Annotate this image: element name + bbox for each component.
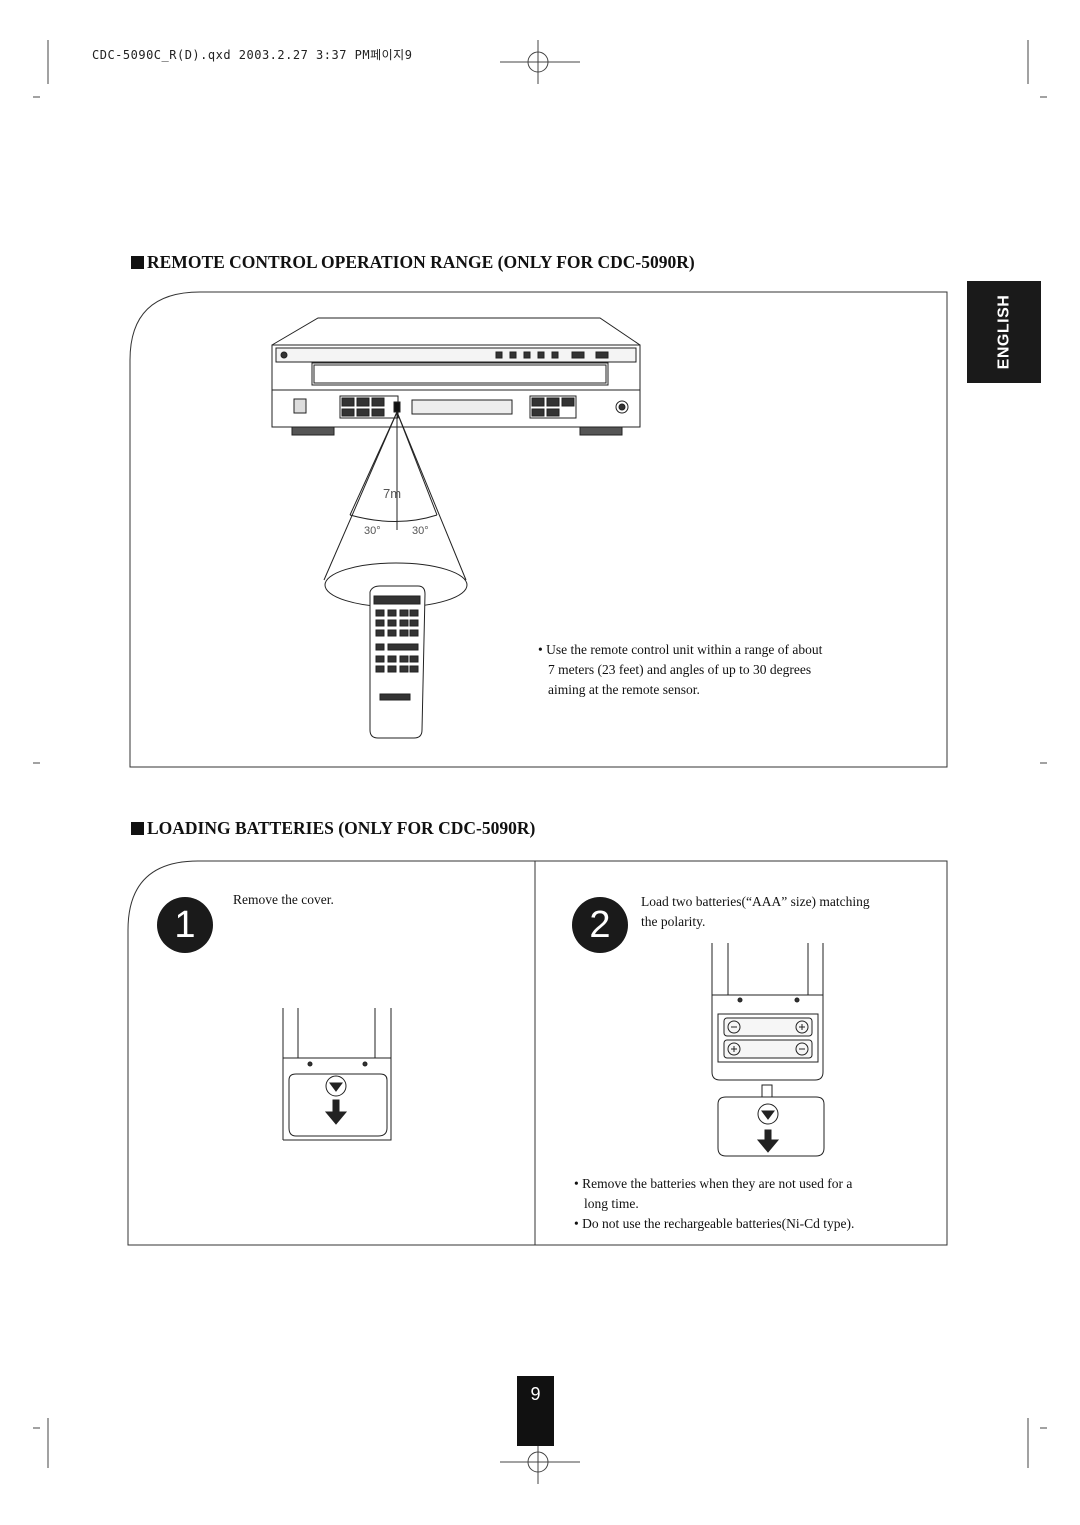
- batteries-notes: • Remove the batteries when they are not…: [574, 1174, 934, 1234]
- batteries-heading: LOADING BATTERIES (ONLY FOR CDC-5090R): [131, 818, 535, 839]
- remote-range-note-line2: 7 meters (23 feet) and angles of up to 3…: [548, 662, 812, 677]
- step-1-text: Remove the cover.: [233, 892, 334, 907]
- batteries-note1-line2: long time.: [584, 1196, 639, 1211]
- remote-range-note-line1: • Use the remote control unit within a r…: [538, 642, 823, 657]
- language-tab: ENGLISH: [967, 281, 1041, 383]
- range-angle-right-label: 30°: [412, 525, 429, 537]
- range-angle-left-label: 30°: [364, 525, 381, 537]
- step-2-text: Load two batteries(“AAA” size) matching …: [641, 892, 931, 932]
- step-1-number: 1: [157, 897, 213, 953]
- remote-range-title: REMOTE CONTROL OPERATION RANGE (ONLY FOR…: [147, 252, 695, 272]
- print-slug: CDC-5090C_R(D).qxd 2003.2.27 3:37 PM페이지9: [92, 48, 413, 62]
- step-2-text-line2: the polarity.: [641, 914, 706, 929]
- page-number: 9: [517, 1376, 554, 1446]
- range-distance-label: 7m: [383, 486, 401, 501]
- remote-range-note: • Use the remote control unit within a r…: [538, 640, 918, 700]
- remote-range-heading: REMOTE CONTROL OPERATION RANGE (ONLY FOR…: [131, 252, 695, 273]
- step-2-text-line1: Load two batteries(“AAA” size) matching: [641, 894, 870, 909]
- batteries-note2: • Do not use the rechargeable batteries(…: [574, 1216, 855, 1231]
- heading-bullet-icon: [131, 256, 144, 269]
- batteries-note1-line1: • Remove the batteries when they are not…: [574, 1176, 853, 1191]
- step-2-number: 2: [572, 897, 628, 953]
- batteries-title: LOADING BATTERIES (ONLY FOR CDC-5090R): [147, 818, 536, 838]
- remote-range-note-line3: aiming at the remote sensor.: [548, 682, 700, 697]
- heading-bullet-icon: [131, 822, 144, 835]
